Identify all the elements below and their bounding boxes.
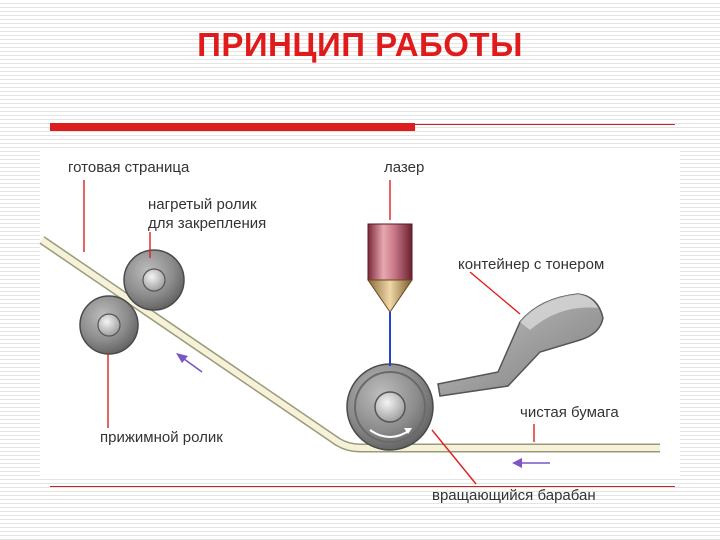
title-divider-line bbox=[415, 124, 675, 125]
heated-roller bbox=[123, 249, 185, 311]
laser-unit bbox=[367, 223, 413, 313]
label-laser: лазер bbox=[384, 159, 424, 176]
paper-direction-arrow-upper bbox=[176, 353, 203, 373]
label-toner-container: контейнер с тонером bbox=[458, 256, 604, 273]
rotating-drum bbox=[346, 363, 434, 451]
pressure-roller bbox=[79, 295, 139, 355]
page-title: ПРИНЦИП РАБОТЫ bbox=[197, 26, 523, 63]
leader-drum bbox=[431, 429, 477, 485]
label-heated-roller-line2: для закрепления bbox=[148, 215, 266, 232]
paper-direction-arrow-lower bbox=[512, 458, 550, 468]
label-pressure-roller: прижимной ролик bbox=[100, 429, 223, 446]
leader-toner bbox=[469, 271, 521, 315]
toner-container bbox=[437, 293, 604, 397]
title-accent-bar bbox=[50, 123, 415, 131]
label-heated-roller-line1: нагретый ролик bbox=[148, 196, 257, 213]
label-clean-paper: чистая бумага bbox=[520, 404, 619, 421]
bottom-divider-line bbox=[50, 486, 675, 487]
label-finished-page: готовая страница bbox=[68, 159, 190, 176]
label-rotating-drum: вращающийся барабан bbox=[432, 487, 596, 504]
